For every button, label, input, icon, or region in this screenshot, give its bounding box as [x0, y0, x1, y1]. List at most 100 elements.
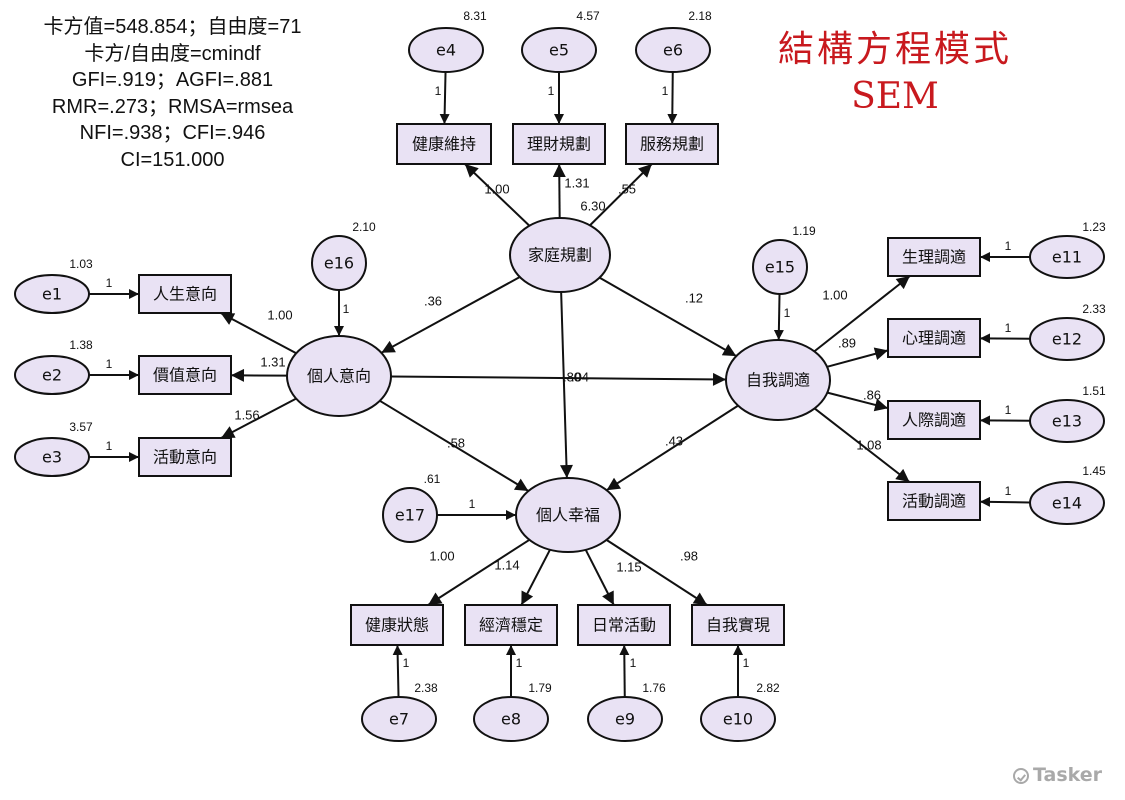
error-weight-e3: 1	[106, 439, 113, 453]
coef-family-to-health_keep: 1.00	[484, 181, 509, 196]
error-e3-label: e3	[42, 448, 62, 467]
variance-e2: 1.38	[69, 338, 93, 352]
indicator-psych-shape	[887, 318, 981, 358]
error-e9-shape	[587, 696, 663, 742]
path-personal-to-self	[390, 372, 727, 386]
indicator-activity_intent-label: 活動意向	[153, 448, 217, 467]
path-happy-to-health_state	[427, 538, 530, 606]
coef-self-to-social: .86	[863, 387, 881, 402]
error-e16-label: e16	[324, 254, 354, 273]
error-path-e9	[619, 644, 630, 698]
coef-personal-to-happy: .58	[447, 435, 465, 450]
indicator-health_state-shape	[350, 604, 444, 646]
error-e4-shape	[408, 27, 484, 73]
error-weight-e13: 1	[1005, 403, 1012, 417]
error-e13-shape	[1029, 399, 1105, 443]
error-weight-e11: 1	[1005, 239, 1012, 253]
error-e10-shape	[700, 696, 776, 742]
variance-e9: 1.76	[642, 681, 666, 695]
error-e2-shape	[14, 355, 90, 395]
path-family-to-health_keep	[464, 163, 531, 227]
indicator-selfreal-label: 自我實現	[706, 616, 770, 635]
coef-family-to-self: .12	[685, 290, 703, 305]
error-weight-e8: 1	[516, 656, 523, 670]
error-weight-e5: 1	[548, 84, 555, 98]
coef-family-to-finance: 1.31	[564, 175, 589, 190]
variance-e4: 8.31	[463, 9, 487, 23]
path-personal-to-life_intent	[220, 312, 297, 355]
error-e14-shape	[1029, 481, 1105, 525]
error-e15-label: e15	[765, 258, 795, 277]
latent-self-label: 自我調適	[746, 371, 810, 390]
error-e6-label: e6	[663, 41, 683, 60]
error-path-e14	[979, 496, 1031, 507]
title-chinese: 結構方程模式	[777, 29, 1012, 70]
error-path-e7	[392, 644, 403, 698]
indicator-life_intent-label: 人生意向	[153, 285, 217, 304]
indicator-health_state-label: 健康狀態	[365, 616, 429, 635]
indicator-health_keep-label: 健康維持	[412, 135, 476, 154]
error-e6-shape	[635, 27, 711, 73]
latent-personal-shape	[286, 335, 392, 417]
indicator-physio-shape	[887, 237, 981, 277]
error-path-e15	[773, 293, 784, 341]
variance-e15: 1.19	[792, 224, 816, 238]
variance-e3: 3.57	[69, 420, 93, 434]
latent-happy-label: 個人幸福	[536, 506, 600, 525]
variance-e5: 4.57	[576, 9, 600, 23]
tasker-logo-icon	[1013, 768, 1029, 784]
indicator-daily-shape	[577, 604, 671, 646]
path-self-to-social	[827, 391, 889, 412]
fit-line-rmr: RMR=.273；RMSA=rmsea	[51, 95, 294, 118]
error-e12-shape	[1029, 317, 1105, 361]
error-weight-e16: 1	[343, 302, 350, 316]
error-e15-shape	[752, 239, 808, 295]
variance-e6: 2.18	[688, 9, 712, 23]
error-e3-shape	[14, 437, 90, 477]
path-happy-to-selfreal	[605, 539, 708, 606]
error-e11-label: e11	[1052, 248, 1082, 267]
variance-e12: 2.33	[1082, 302, 1106, 316]
error-e2-label: e2	[42, 366, 62, 385]
indicator-activity_adj-shape	[887, 481, 981, 521]
error-weight-e10: 1	[743, 656, 750, 670]
error-weight-e7: 1	[403, 656, 410, 670]
error-e10-label: e10	[723, 710, 753, 729]
error-weight-e1: 1	[106, 276, 113, 290]
error-e1-shape	[14, 274, 90, 314]
error-e5-label: e5	[549, 41, 569, 60]
coef-family-to-personal: .36	[424, 293, 442, 308]
variance-e7: 2.38	[414, 681, 438, 695]
indicator-activity_adj-label: 活動調適	[902, 492, 966, 511]
fit-line-chi-square: 卡方值=548.854；自由度=71	[43, 16, 302, 38]
latent-happy-shape	[515, 477, 621, 553]
coef-self-to-psych: .89	[838, 335, 856, 350]
error-e1-label: e1	[42, 285, 62, 304]
variance-e17: .61	[424, 472, 441, 486]
indicator-life_intent-shape	[138, 274, 232, 314]
indicator-social-label: 人際調適	[902, 411, 966, 430]
error-weight-e17: 1	[469, 497, 476, 511]
indicator-psych-label: 心理調適	[902, 329, 966, 348]
path-self-to-psych	[826, 347, 889, 368]
path-happy-to-econ	[520, 549, 551, 606]
error-weight-e6: 1	[662, 84, 669, 98]
path-self-to-activity_adj	[814, 407, 911, 483]
variance-e14: 1.45	[1082, 464, 1106, 478]
coef-happy-to-selfreal: .98	[680, 548, 698, 563]
path-self-to-happy	[606, 404, 739, 492]
path-family-to-personal	[380, 276, 521, 354]
error-e11-shape	[1029, 235, 1105, 279]
error-weight-e9: 1	[630, 656, 637, 670]
coef-happy-to-econ: 1.14	[494, 557, 519, 572]
variance-e13: 1.51	[1082, 384, 1106, 398]
latent-self-shape	[725, 339, 831, 421]
fit-line-nfi: NFI=.938；CFI=.946	[79, 122, 266, 144]
variance-e11: 1.23	[1082, 220, 1106, 234]
indicator-service-label: 服務規劃	[640, 135, 704, 154]
error-e8-shape	[473, 696, 549, 742]
title-sem: SEM	[851, 76, 939, 117]
variance-e8: 1.79	[528, 681, 552, 695]
variance-family: 6.30	[580, 198, 605, 213]
coef-happy-to-health_state: 1.00	[429, 548, 454, 563]
